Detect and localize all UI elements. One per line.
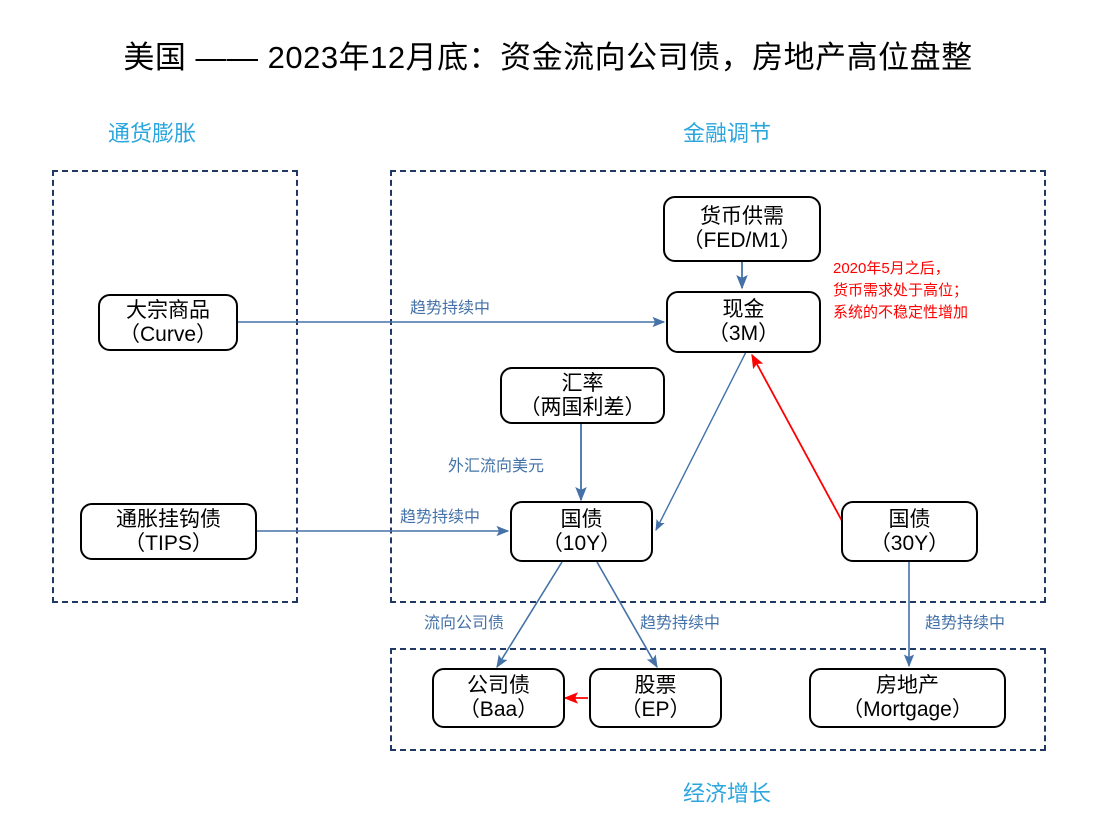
node-cash-3m[interactable]: 现金 （3M）	[666, 291, 821, 353]
node-money-supply-line2: （FED/M1）	[682, 229, 802, 252]
page-title: 美国 —— 2023年12月底：资金流向公司债，房地产高位盘整	[123, 40, 973, 75]
node-commodity-line2: （Curve）	[118, 322, 218, 346]
node-real-estate-line1: 房地产	[876, 674, 939, 698]
node-equity[interactable]: 股票 （EP）	[589, 668, 722, 728]
group-box-economic-growth	[390, 648, 1046, 751]
node-bond-30y[interactable]: 国债 （30Y）	[841, 501, 978, 562]
node-bond-10y[interactable]: 国债 （10Y）	[510, 501, 653, 562]
node-cash-3m-line1: 现金	[722, 298, 765, 322]
node-fx-rate-line2: （两国利差）	[519, 395, 646, 419]
node-bond-30y-line2: （30Y）	[869, 531, 950, 555]
node-cash-3m-line2: （3M）	[707, 322, 780, 345]
node-equity-line1: 股票	[634, 674, 677, 698]
edge-label-bond30y-to-realestate: 趋势持续中	[925, 615, 1006, 632]
edge-label-fx-to-bond10y: 外汇流向美元	[448, 458, 545, 475]
node-corporate-bond-line1: 公司债	[467, 674, 530, 698]
edge-label-commodity-to-cash: 趋势持续中	[410, 300, 491, 317]
group-label-economic-growth: 经济增长	[683, 781, 772, 806]
node-commodity[interactable]: 大宗商品 （Curve）	[98, 294, 238, 351]
group-box-inflation	[52, 170, 298, 603]
node-corporate-bond-line2: （Baa）	[458, 698, 539, 721]
annotation-money-demand: 2020年5月之后， 货币需求处于高位； 系统的不稳定性增加	[833, 258, 968, 323]
node-bond-10y-line1: 国债	[560, 507, 603, 531]
group-label-financial-regulation: 金融调节	[683, 121, 772, 146]
node-bond-10y-line2: （10Y）	[541, 531, 622, 555]
node-tips-line2: （TIPS）	[124, 531, 213, 555]
node-equity-line2: （EP）	[620, 698, 691, 721]
group-box-financial-regulation	[390, 170, 1046, 603]
group-label-inflation: 通货膨胀	[108, 121, 197, 146]
node-tips-line1: 通胀挂钩债	[116, 507, 221, 531]
node-real-estate-line2: （Mortgage）	[842, 698, 973, 721]
node-money-supply-line1: 货币供需	[700, 205, 784, 229]
node-tips[interactable]: 通胀挂钩债 （TIPS）	[80, 503, 257, 560]
edge-label-bond10y-to-corpbond: 流向公司债	[424, 615, 505, 632]
node-bond-30y-line1: 国债	[888, 507, 931, 531]
edge-label-bond10y-to-equity: 趋势持续中	[640, 615, 721, 632]
annotation-line-3: 系统的不稳定性增加	[833, 303, 969, 321]
edge-label-tips-to-bond10y: 趋势持续中	[400, 509, 481, 526]
node-money-supply[interactable]: 货币供需 （FED/M1）	[663, 196, 821, 262]
annotation-line-2: 货币需求处于高位；	[833, 281, 969, 299]
node-fx-rate-line1: 汇率	[561, 371, 604, 395]
annotation-line-1: 2020年5月之后，	[833, 260, 950, 277]
node-commodity-line1: 大宗商品	[126, 298, 210, 322]
node-real-estate[interactable]: 房地产 （Mortgage）	[809, 668, 1006, 728]
node-corporate-bond[interactable]: 公司债 （Baa）	[432, 668, 565, 728]
node-fx-rate[interactable]: 汇率 （两国利差）	[500, 367, 665, 424]
